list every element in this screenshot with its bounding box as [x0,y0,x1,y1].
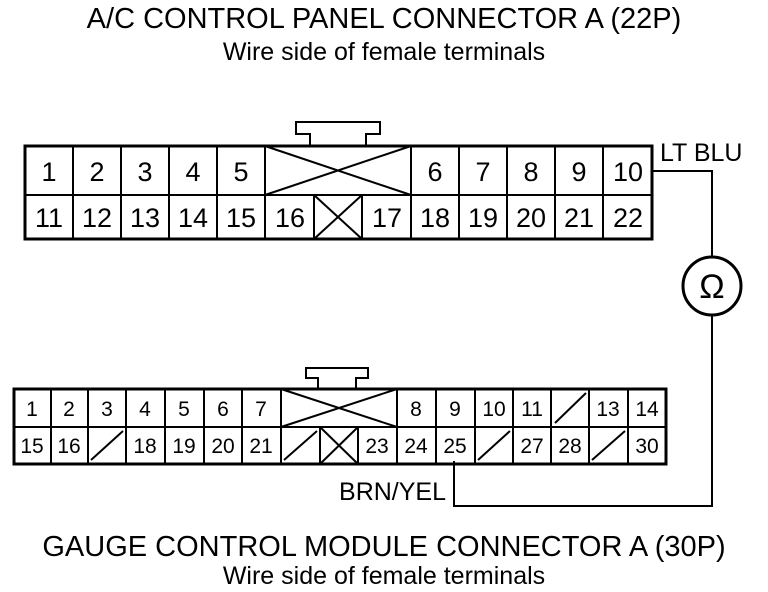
bottom-connector-row2-labels: 15 16 18 19 20 21 23 24 25 27 28 30 [20,435,658,458]
terminal-label: 12 [82,203,112,233]
bottom-blank22-slash [283,430,318,461]
bottom-connector-title: GAUGE CONTROL MODULE CONNECTOR A (30P) [42,531,726,563]
terminal-label: 9 [571,157,586,187]
top-connector-latch [295,121,381,146]
terminal-label: 21 [249,435,272,458]
terminal-label: 5 [178,398,190,421]
top-connector-row2-labels: 11 12 13 14 15 16 17 18 19 20 21 22 [35,203,643,233]
terminal-label: 8 [523,157,538,187]
terminal-label: 7 [475,157,490,187]
terminal-label: 11 [521,398,543,421]
terminal-label: 13 [130,203,160,233]
terminal-label: 23 [365,435,388,458]
terminal-label: 4 [139,398,151,421]
terminal-label: 2 [63,398,75,421]
terminal-label: 14 [635,398,659,421]
brn-yel-wire [453,315,713,507]
terminal-label: 1 [41,157,56,187]
terminal-label: 10 [613,157,643,187]
terminal-label: 19 [468,203,498,233]
terminal-label: 20 [211,435,234,458]
bottom-blank-cross23-b [319,426,359,465]
test-wiring [453,170,743,507]
bottom-connector [12,367,668,466]
bottom-blank12-slash [554,392,587,424]
bottom-blank29-slash [591,430,626,461]
terminal-label: 15 [20,435,43,458]
ohmmeter-icon [681,255,743,317]
top-blank-cross-b [264,145,412,196]
terminal-label: 28 [558,435,581,458]
terminal-label: 14 [178,203,208,233]
terminal-label: 6 [427,157,442,187]
terminal-label: 17 [372,203,402,233]
lt-blu-wire [652,170,713,256]
bottom-connector-latch [305,367,369,389]
top-connector [23,121,654,241]
bottom-connector-subtitle: Wire side of female terminals [222,562,546,590]
terminal-label: 19 [172,435,195,458]
terminal-label: 22 [613,203,643,233]
terminal-label: 3 [101,398,113,421]
terminal-label: 16 [57,435,80,458]
terminal-label: 30 [635,435,658,458]
terminal-label: 3 [137,157,152,187]
terminal-label: 25 [443,435,466,458]
top-connector-row1-labels: 1 2 3 4 5 6 7 8 9 10 [41,157,643,187]
bottom-connector-row1-labels: 1 2 3 4 5 6 7 8 9 10 11 13 14 [26,398,659,421]
brn-yel-wire-label: BRN/YEL [339,478,446,506]
terminal-label: 6 [217,398,229,421]
terminal-label: 8 [410,398,422,421]
top-blank16-cross-b [313,194,363,240]
terminal-label: 9 [449,398,461,421]
terminal-label: 16 [275,203,305,233]
terminal-label: 18 [420,203,450,233]
terminal-label: 10 [482,398,505,421]
ohm-symbol: Ω [699,268,724,306]
top-connector-title: A/C CONTROL PANEL CONNECTOR A (22P) [86,3,682,35]
terminal-label: 13 [596,398,619,421]
terminal-label: 11 [35,203,63,233]
terminal-label: 18 [133,435,156,458]
lt-blu-wire-label: LT BLU [660,139,742,167]
bottom-blank-cross-b [280,388,398,428]
terminal-label: 21 [564,203,594,233]
terminal-label: 7 [255,398,267,421]
terminal-label: 4 [185,157,200,187]
terminal-label: 5 [233,157,248,187]
terminal-label: 27 [520,435,543,458]
terminal-label: 24 [404,435,428,458]
bottom-blank26-slash [477,430,511,461]
terminal-label: 1 [26,398,38,421]
top-connector-subtitle: Wire side of female terminals [222,38,546,66]
bottom-blank17-slash [90,430,124,461]
terminal-label: 2 [89,157,104,187]
top-connector-outline [23,144,654,241]
terminal-label: 15 [226,203,256,233]
terminal-label: 20 [516,203,546,233]
